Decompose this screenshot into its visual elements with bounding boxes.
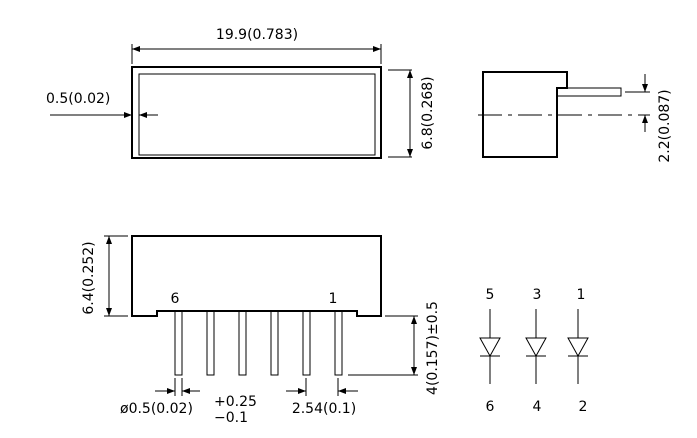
lead-pin-6 [174,310,183,376]
cathode-pin-6: 6 [486,399,495,415]
pitch-arrow-right [338,388,346,394]
diameter-arrow-right [182,388,190,394]
diode-1-2: 1 2 [567,287,589,415]
anode-pin-1: 1 [577,287,586,303]
pitch-label: 2.54(0.1) [292,401,356,417]
body-height-arrow-bottom [106,308,112,316]
diameter-tolerance-minus: −0.1 [214,410,248,426]
height-arrow-top [407,70,413,78]
offset-arrow-bottom [642,115,648,123]
diode-3-4-triangle [525,337,547,358]
height-label: 6.8(0.268) [420,76,436,149]
led-schematic: 5 6 3 4 1 2 [479,287,589,415]
wall-arrow-right [139,112,147,118]
offset-label: 2.2(0.087) [657,89,673,162]
diode-5-6: 5 6 [479,287,501,415]
diameter-label: ø0.5(0.02) [120,401,193,417]
height-arrow-bottom [407,149,413,157]
cathode-pin-2: 2 [579,399,588,415]
lead-pin-3 [270,310,279,376]
diameter-arrow-left [167,388,175,394]
lead-pin-1 [334,310,343,376]
lead-length-arrow-bottom [411,367,417,375]
lead-pin-4 [238,310,247,376]
width-arrow-left [132,46,140,52]
anode-pin-5: 5 [486,287,495,303]
lead-pin-5 [206,310,215,376]
pin-6-marker: 6 [171,291,180,307]
wall-thickness-label: 0.5(0.02) [46,91,110,107]
diameter-tolerance-plus: +0.25 [214,394,257,410]
diode-1-2-triangle [567,337,589,358]
diode-5-6-triangle [479,337,501,358]
lead-length-label: 4(0.157)±0.5 [425,301,441,395]
side-view-lead [556,87,622,97]
width-label: 19.9(0.783) [216,27,298,43]
width-arrow-right [373,46,381,52]
front-view: 6 1 6.4(0.252) 4(0.157)±0.5 ø0.5(0.02) +… [81,235,441,426]
lead-length-arrow-top [411,316,417,324]
offset-arrow-top [642,84,648,92]
side-view: 2.2(0.087) [478,71,673,163]
front-view-body [131,235,382,317]
wall-arrow-left [124,112,132,118]
body-height-label: 6.4(0.252) [81,241,97,314]
top-view-outer-outline [131,66,382,159]
body-height-arrow-top [106,236,112,244]
cathode-pin-4: 4 [533,399,542,415]
pitch-arrow-left [298,388,306,394]
lead-pin-2 [302,310,311,376]
anode-pin-3: 3 [533,287,542,303]
top-view-inner-window [138,73,376,156]
diode-3-4: 3 4 [525,287,547,415]
pin-1-marker: 1 [329,291,338,307]
top-view: 19.9(0.783) 0.5(0.02) 6.8(0.268) [46,27,436,159]
